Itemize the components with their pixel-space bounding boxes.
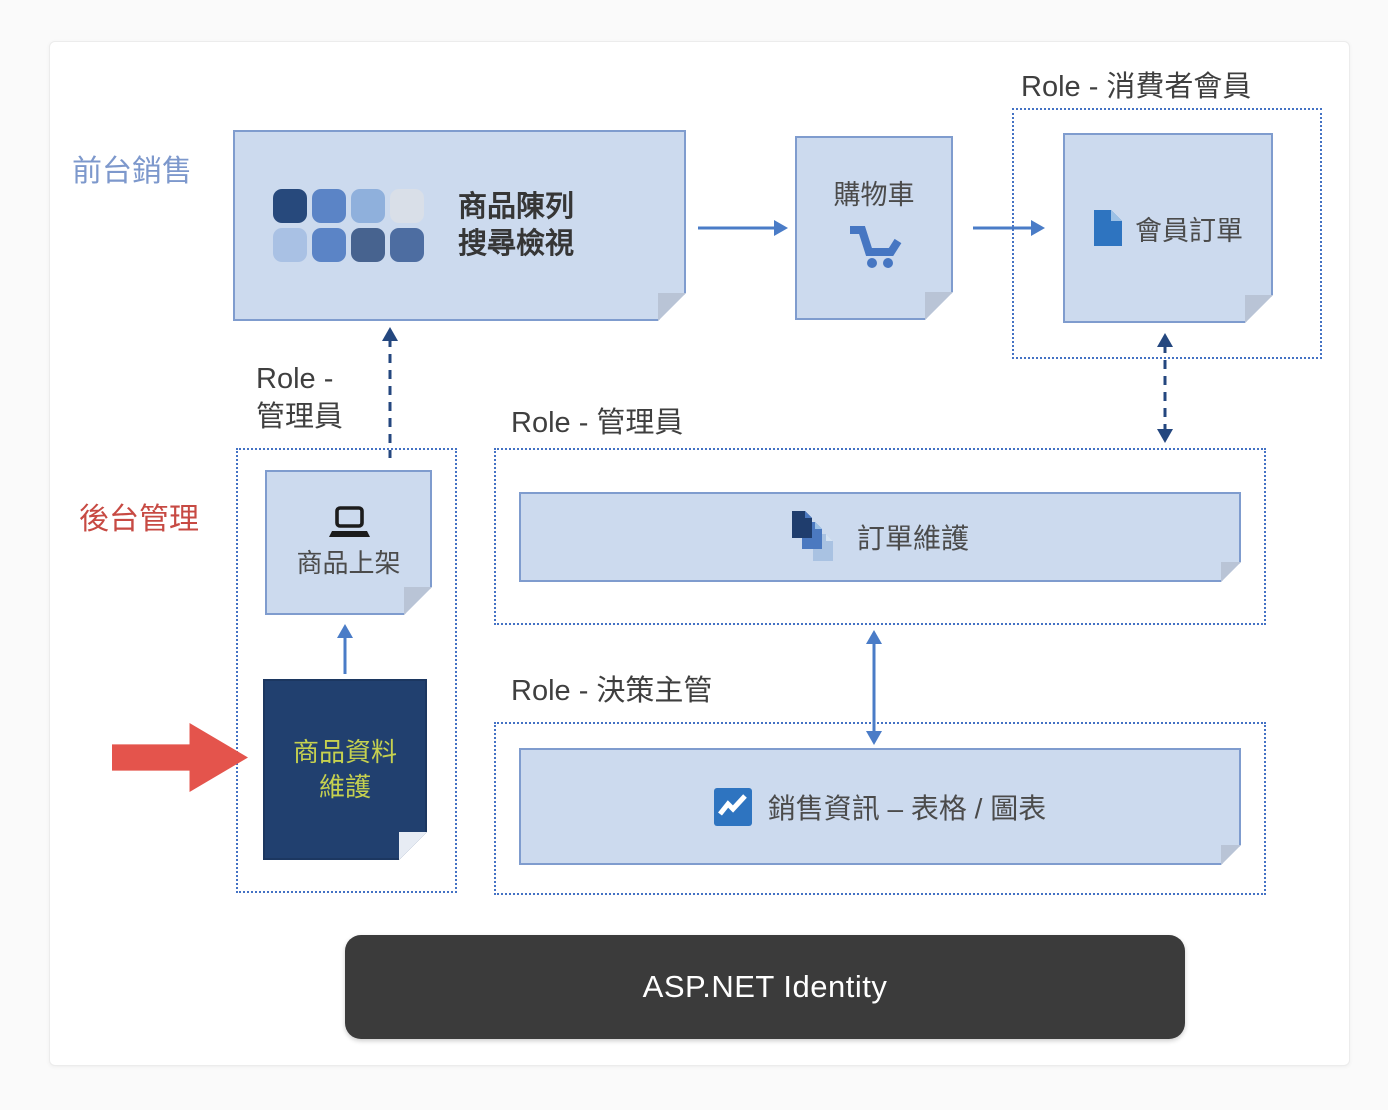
- group-role-admin: [494, 448, 1266, 625]
- arrow-listing-to-display-dashed: [381, 327, 399, 458]
- document-icon: [1094, 210, 1122, 246]
- identity-label: ASP.NET Identity: [642, 969, 888, 1004]
- product-data-line2: 維護: [318, 771, 371, 802]
- chart-icon: [713, 787, 752, 826]
- note-product-display: 商品陳列 搜尋檢視: [233, 130, 686, 321]
- documents-stack-icon: [791, 511, 833, 561]
- product-display-line1: 商品陳列: [458, 190, 575, 223]
- note-cart: 購物車: [795, 136, 953, 320]
- note-member-order: 會員訂單: [1063, 133, 1273, 323]
- grid-icon: [273, 189, 424, 262]
- cart-label: 購物車: [833, 179, 915, 210]
- label-role-decision: Role - 決策主管: [511, 675, 713, 707]
- order-maintenance-label: 訂單維護: [856, 523, 969, 554]
- label-role-consumer: Role - 消費者會員: [1021, 71, 1252, 103]
- product-display-line2: 搜尋檢視: [458, 227, 575, 260]
- product-data-title: 商品資料 維護: [293, 735, 397, 805]
- group-role-consumer: [1012, 108, 1322, 359]
- product-listing-label: 商品上架: [296, 547, 401, 578]
- label-role-admin-left-line1: Role -: [256, 363, 334, 395]
- product-data-line1: 商品資料: [292, 736, 397, 767]
- note-sales-info: 銷售資訊 – 表格 / 圖表: [519, 748, 1241, 865]
- identity-bar: ASP.NET Identity: [345, 935, 1185, 1039]
- arrow-cart-to-member-order: [973, 214, 1045, 242]
- arrow-data-to-listing: [336, 624, 354, 674]
- note-order-maintenance: 訂單維護: [519, 492, 1241, 582]
- cart-icon: [850, 225, 902, 268]
- label-role-admin: Role - 管理員: [511, 407, 684, 439]
- laptop-icon: [328, 505, 370, 537]
- product-display-title: 商品陳列 搜尋檢視: [458, 189, 574, 263]
- group-role-decision: [494, 722, 1266, 895]
- sales-info-label: 銷售資訊 – 表格 / 圖表: [767, 792, 1047, 824]
- label-role-admin-left-line2: 管理員: [256, 401, 344, 433]
- arrow-order-to-sales: [865, 630, 883, 745]
- arrow-display-to-cart: [698, 214, 788, 242]
- note-product-listing: 商品上架: [265, 470, 432, 615]
- label-role-admin-left: Role - 管理員: [256, 360, 343, 436]
- member-order-label: 會員訂單: [1135, 215, 1243, 246]
- label-back-admin: 後台管理: [79, 503, 199, 536]
- label-front-sales: 前台銷售: [72, 155, 192, 188]
- group-role-admin-left: [236, 448, 457, 893]
- note-product-data: 商品資料 維護: [263, 679, 427, 860]
- arrow-member-order-maintenance-dashed: [1156, 333, 1174, 443]
